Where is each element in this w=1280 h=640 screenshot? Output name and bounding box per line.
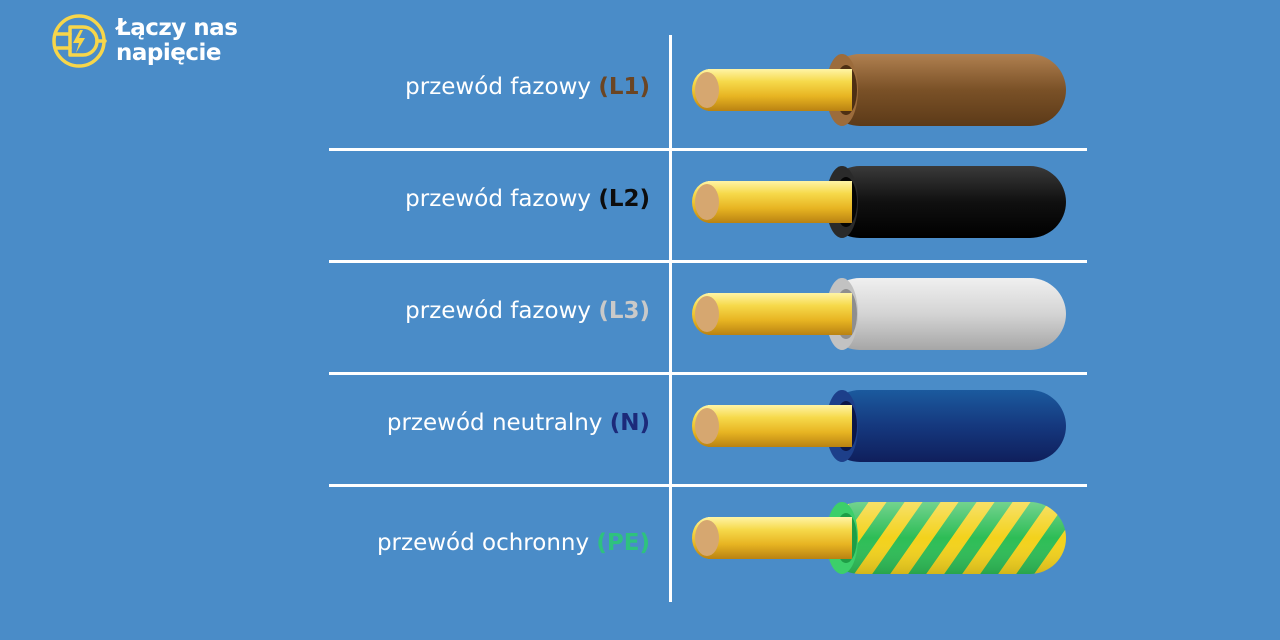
logo-wordmark: Łączy nas napięcie [116, 15, 238, 66]
wire-l2-black [692, 166, 1066, 238]
table-row-divider [329, 484, 1087, 487]
wire-label-l2: przewód fazowy (L2) [320, 186, 650, 212]
table-row-divider [329, 372, 1087, 375]
wire-label-l3: przewód fazowy (L3) [320, 298, 650, 324]
wire-code-l3: (L3) [598, 298, 650, 324]
wire-label-text: przewód fazowy [405, 298, 591, 324]
wire-n-blue [692, 390, 1066, 462]
table-vertical-divider [669, 35, 672, 602]
logo-line-2: napięcie [116, 40, 221, 66]
wire-label-text: przewód neutralny [386, 410, 603, 436]
table-row-divider [329, 148, 1087, 151]
wire-label-pe: przewód ochronny (PE) [320, 530, 650, 556]
wire-label-text: przewód ochronny [376, 530, 590, 556]
wire-code-n: (N) [609, 410, 650, 436]
logo-line-1: Łączy nas [116, 15, 238, 41]
wire-pe-yellow-green [692, 502, 1066, 574]
wire-l1-brown [692, 54, 1066, 126]
wire-label-n: przewód neutralny (N) [320, 410, 650, 436]
wire-label-l1: przewód fazowy (L1) [320, 74, 650, 100]
wire-code-l2: (L2) [598, 186, 650, 212]
wire-label-text: przewód fazowy [405, 74, 591, 100]
wire-code-pe: (PE) [596, 530, 650, 556]
wire-label-text: przewód fazowy [405, 186, 591, 212]
wire-l3-grey [692, 278, 1066, 350]
wire-code-l1: (L1) [598, 74, 650, 100]
table-row-divider [329, 260, 1087, 263]
logo: Łączy nas napięcie [50, 12, 270, 72]
plug-bolt-icon [52, 14, 107, 68]
